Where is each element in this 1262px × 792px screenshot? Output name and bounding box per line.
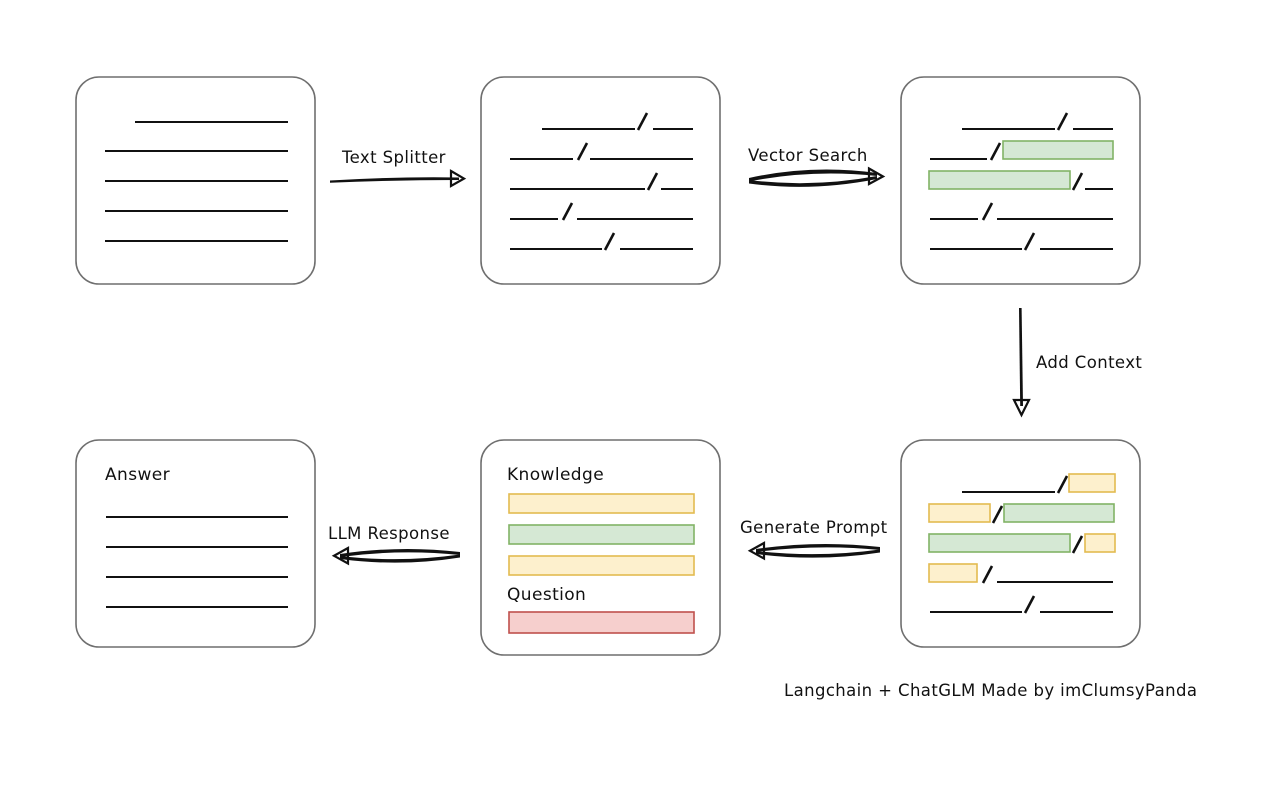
question-section-label: Question xyxy=(507,585,587,605)
green-highlight-bar xyxy=(1002,140,1114,160)
split-document-line-5 xyxy=(510,232,693,251)
answer-box-outline xyxy=(75,439,316,648)
green-highlight-bar xyxy=(928,533,1071,553)
vector-match-line-1 xyxy=(962,112,1113,131)
knowledge-bar-3 xyxy=(508,555,695,576)
add-context-arrow xyxy=(1012,308,1031,418)
edge-label-text-splitter: Text Splitter xyxy=(342,148,446,167)
context-line-4 xyxy=(928,563,1113,584)
vector-matched-document-box[interactable] xyxy=(900,76,1141,285)
context-line-2 xyxy=(928,503,1115,524)
question-bar-1 xyxy=(508,611,695,634)
context-line-3 xyxy=(928,533,1116,554)
knowledge-section-label: Knowledge xyxy=(507,465,605,485)
yellow-highlight-bar xyxy=(928,503,991,523)
yellow-highlight-bar xyxy=(1068,473,1116,493)
llm-response-arrow xyxy=(331,546,460,566)
vector-match-line-3 xyxy=(928,170,1113,191)
split-document-box[interactable] xyxy=(480,76,721,285)
split-document-line-4 xyxy=(510,202,693,221)
answer-section-label: Answer xyxy=(105,465,171,485)
answer-box[interactable] xyxy=(75,439,316,648)
yellow-highlight-bar xyxy=(928,563,978,583)
context-document-box[interactable] xyxy=(900,439,1141,648)
green-highlight-bar xyxy=(928,170,1071,190)
edge-label-generate-prompt: Generate Prompt xyxy=(740,518,888,537)
knowledge-bar-2 xyxy=(508,524,695,545)
prompt-box[interactable] xyxy=(480,439,721,656)
edge-label-vector-search: Vector Search xyxy=(748,146,868,165)
knowledge-bar-1 xyxy=(508,493,695,514)
green-highlight-bar xyxy=(1003,503,1115,523)
vector-match-line-5 xyxy=(930,232,1113,251)
yellow-highlight-bar xyxy=(1084,533,1116,553)
split-document-outline xyxy=(480,76,721,285)
context-line-1 xyxy=(962,473,1116,494)
split-document-line-3 xyxy=(510,172,693,191)
edge-label-add-context: Add Context xyxy=(1036,353,1143,372)
text-splitter-arrow xyxy=(330,169,467,188)
generate-prompt-arrow xyxy=(747,541,880,561)
context-line-5 xyxy=(930,595,1113,614)
edge-label-llm-response: LLM Response xyxy=(328,524,450,543)
split-document-line-1 xyxy=(542,112,693,131)
source-document-box[interactable] xyxy=(75,76,316,285)
footer-credit: Langchain + ChatGLM Made by imClumsyPand… xyxy=(784,681,1198,700)
split-document-line-2 xyxy=(510,142,693,161)
vector-match-line-2 xyxy=(930,140,1114,161)
vector-search-arrow xyxy=(749,166,886,187)
vector-match-line-4 xyxy=(930,202,1113,221)
